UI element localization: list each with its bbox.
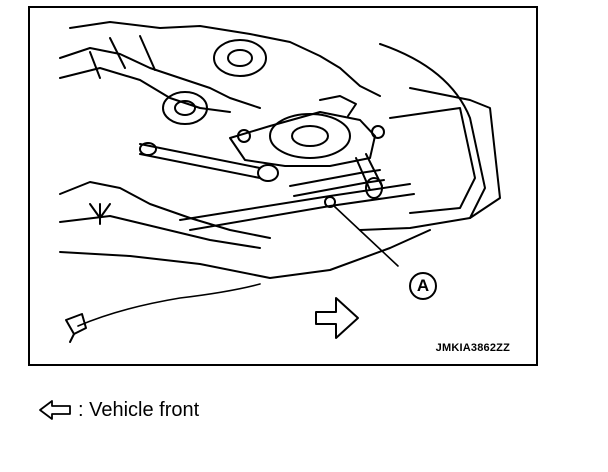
upper-body-panel [69, 21, 381, 97]
upper-mount-hole [162, 91, 208, 125]
callout-a: A [409, 272, 437, 300]
upper-body-panel-inner [59, 47, 261, 109]
upper-link-bushing-right [257, 164, 279, 182]
wire-clip [65, 313, 87, 335]
knuckle-bolt-right [371, 125, 385, 139]
subframe-lower-edge [59, 215, 261, 249]
wheel-housing-outer [359, 43, 486, 231]
figure-code: JMKIA3862ZZ [435, 342, 510, 354]
upper-link-bushing-left [139, 142, 157, 156]
upper-body-edge [59, 67, 231, 113]
legend-text: : Vehicle front [78, 398, 200, 421]
lower-control-rod-edge [189, 193, 415, 231]
subframe-lower [59, 181, 271, 239]
lower-link-arm-edge [293, 179, 385, 197]
upper-mount-boss-inner [227, 49, 253, 67]
upper-link-rod-edge [139, 153, 261, 179]
knuckle-bolt-left [237, 129, 251, 143]
callout-leader-a [333, 205, 399, 267]
upper-mount-boss [213, 39, 267, 77]
knuckle-boss [269, 113, 351, 159]
knuckle-tab [319, 95, 357, 117]
wire-harness [77, 283, 261, 327]
wire-clip-tail [69, 333, 75, 343]
knuckle-boss-inner [291, 125, 329, 147]
control-rod-bolt [324, 196, 336, 208]
upper-link-rod [139, 143, 261, 169]
upper-body-ribs [89, 35, 156, 79]
arrow-left-outline-icon [39, 400, 71, 420]
suspension-drawing [59, 21, 501, 343]
lower-control-rod [179, 183, 411, 221]
underbody-edge [59, 229, 431, 279]
wheel-housing-lip [409, 87, 501, 219]
figure-frame: A JMKIA3862ZZ [28, 6, 538, 366]
upper-mount-hole-inner [174, 100, 196, 116]
legend: : Vehicle front [38, 396, 199, 424]
stabilizer-link [355, 157, 371, 191]
vehicle-direction-arrow-icon [315, 297, 359, 339]
lower-link-arm [289, 169, 381, 187]
wheel-housing-inner [389, 107, 476, 214]
subframe-bracket [89, 203, 111, 225]
knuckle-bracket [229, 111, 376, 167]
